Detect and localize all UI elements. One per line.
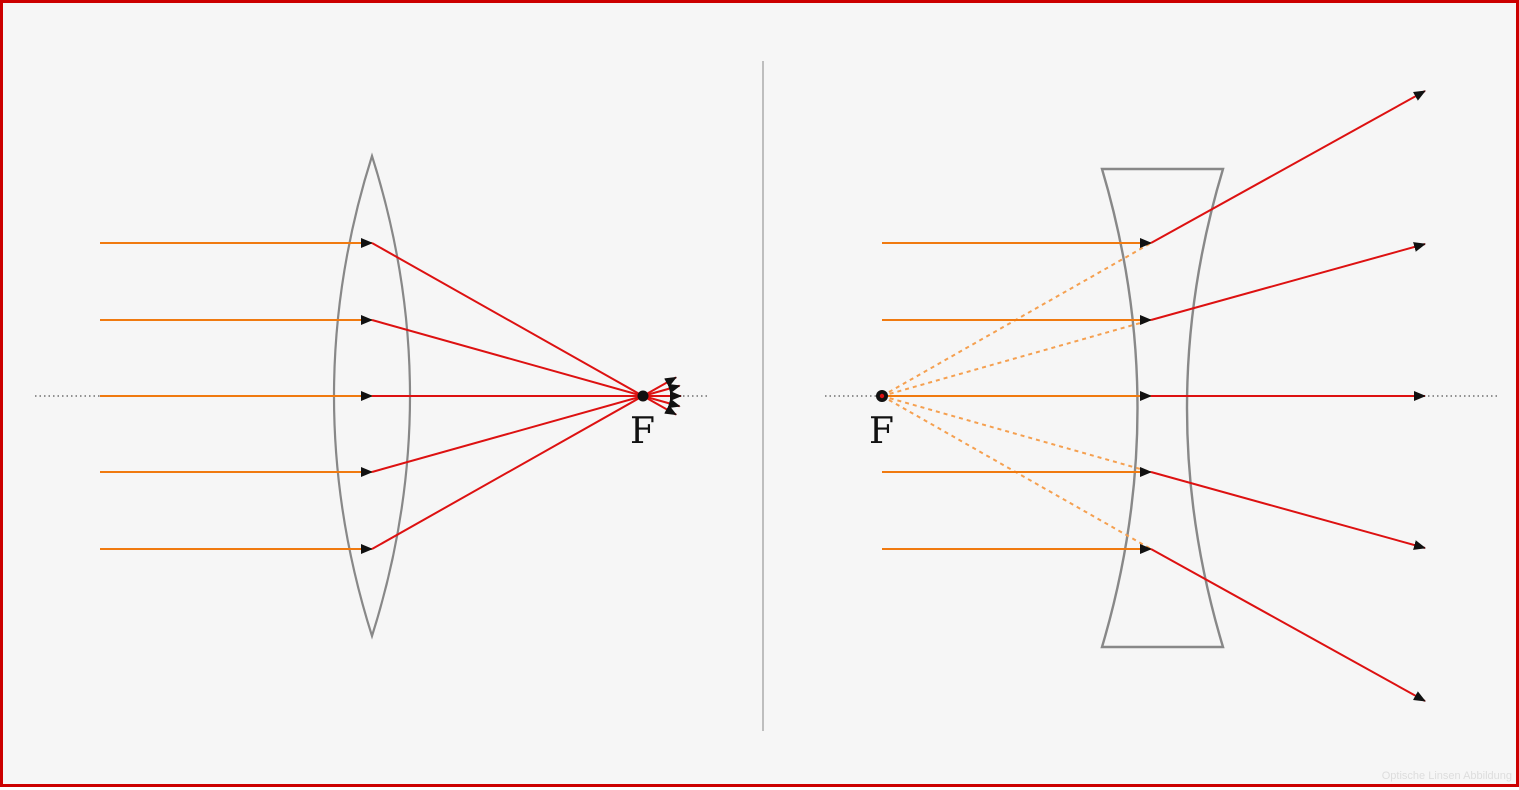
diverging-refracted-ray-1 [1150,90,1426,244]
converging-refracted-ray-2 [371,319,644,397]
converging-exit-ray-5 [642,376,677,397]
converging-refracted-ray-1 [371,242,644,397]
diverging-virtual-ray-2 [881,319,1152,397]
converging-exit-ray-1 [642,395,677,416]
converging-refracted-rays [371,242,682,550]
diverging-lens [1100,167,1225,649]
converging-lens [332,152,412,640]
optics-diagram: F F [35,61,1498,731]
converging-focus-label: F [630,411,655,452]
diverging-refracted-ray-5 [1150,548,1426,702]
converging-exit-ray-2 [642,395,681,409]
converging-focal-point [637,390,649,402]
diverging-incident-rays [882,238,1152,554]
converging-exit-ray-4 [642,383,681,397]
diverging-refracted-ray-4 [1150,471,1426,550]
diverging-refracted-rays [1150,90,1426,702]
converging-refracted-ray-5 [371,395,644,550]
diverging-focus-label: F [869,411,894,452]
diverging-virtual-ray-4 [881,395,1152,473]
diverging-refracted-ray-2 [1150,242,1426,321]
diverging-focal-point-center [879,393,885,399]
diverging-lens-panel: F [825,90,1498,702]
converging-incident-rays [100,238,373,554]
converging-refracted-ray-4 [371,395,644,473]
image-credit: Optische Linsen Abbildung [1381,770,1512,782]
converging-lens-panel: F [35,152,708,640]
